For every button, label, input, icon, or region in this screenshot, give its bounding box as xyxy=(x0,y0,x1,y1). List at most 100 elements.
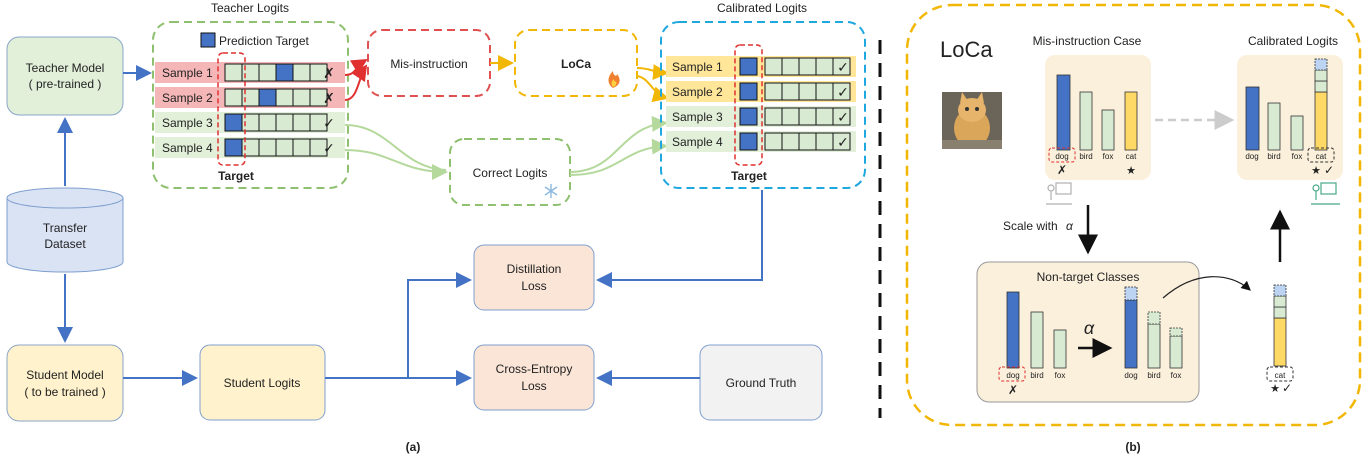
student-logits-label: Student Logits xyxy=(224,376,301,390)
distillation-loss-label-1: Distillation xyxy=(507,262,562,276)
teacher-row-1: Sample 1✗ xyxy=(155,62,345,83)
teacher-row-2: Sample 2✗ xyxy=(155,87,345,108)
mis-case-bars xyxy=(1056,74,1138,151)
logit-cell xyxy=(275,113,294,132)
logit-cell xyxy=(739,107,758,126)
check-icon: ✓ xyxy=(837,134,849,150)
calibrated-logits-b-label: Calibrated Logits xyxy=(1248,34,1338,48)
calibrated-sample-label: Sample 1 xyxy=(672,60,723,74)
teacher-sample-label: Sample 2 xyxy=(162,91,213,105)
scale-with-label: Scale with xyxy=(1003,219,1058,233)
snowflake-icon xyxy=(544,184,558,198)
cal-class-label-dog: dog xyxy=(1245,152,1258,161)
logit-cell xyxy=(224,138,243,157)
check-icon: ✓ xyxy=(837,84,849,100)
logit-cell xyxy=(764,82,783,101)
teacher-sample-label: Sample 3 xyxy=(162,116,213,130)
arrow-correct-to-sample4 xyxy=(569,138,668,176)
flame-icon xyxy=(608,71,620,88)
logit-cell xyxy=(832,82,851,101)
prediction-target-legend: Prediction Target xyxy=(200,32,309,48)
calibrated-bars xyxy=(1245,58,1328,151)
logit-cell xyxy=(781,132,800,151)
logit-cell xyxy=(739,57,758,76)
teacher-logits-frame xyxy=(152,21,349,189)
correct-logits-label: Correct Logits xyxy=(473,166,548,180)
stack-star-icon: ★ xyxy=(1270,383,1280,395)
teacher-logits-title: Teacher Logits xyxy=(211,1,289,15)
transfer-dataset-cylinder: Transfer Dataset xyxy=(6,187,124,273)
logit-cell xyxy=(764,57,783,76)
cal-bar-bird xyxy=(1267,102,1281,151)
non-target-after-bars xyxy=(1124,286,1183,369)
mis-case-labels: dog bird fox cat ✗ ★ xyxy=(1048,147,1137,177)
teacher-target-label: Target xyxy=(218,169,254,183)
arrow-sample3-to-correct xyxy=(344,124,447,171)
logit-cell xyxy=(309,88,328,107)
logit-cell xyxy=(739,132,758,151)
logit-cell xyxy=(309,63,328,82)
arrow-sample2-to-mis xyxy=(344,64,368,101)
arrow-loca-to-sample1 xyxy=(636,64,669,81)
cross-icon: ✗ xyxy=(323,65,335,81)
calibrated-target-label: Target xyxy=(731,169,767,183)
calibrated-row-1: Sample 1 ✓ xyxy=(666,56,856,77)
logit-cell xyxy=(798,57,817,76)
non-target-classes-label: Non-target Classes xyxy=(1037,270,1140,284)
bar-dog xyxy=(1056,74,1071,151)
arrow-calibrated-to-distillation xyxy=(596,190,763,288)
check-icon: ✓ xyxy=(323,115,335,131)
student-model-label: Student Model xyxy=(26,368,103,382)
caption-a: (a) xyxy=(406,440,421,454)
calibrated-b-labels: dog bird fox cat ★ ✓ xyxy=(1245,147,1335,177)
teacher-row-3: Sample 3 ✓ xyxy=(155,112,345,133)
cat-highlight-frame xyxy=(1307,147,1335,163)
teacher-logit-rows: Sample 1✗Sample 2✗Sample 3✓Sample 4✓ xyxy=(155,62,345,158)
class-label-dog: dog xyxy=(1055,152,1068,161)
student-logits-box: Student Logits xyxy=(199,344,326,421)
logit-cell xyxy=(258,138,277,157)
bar-fox xyxy=(1101,109,1115,151)
logit-cell xyxy=(275,138,294,157)
teacher-model-box: Teacher Model ( pre-trained ) xyxy=(6,36,124,116)
logit-cell xyxy=(832,132,851,151)
teacher-target-column-frame xyxy=(217,52,246,166)
cal-bar-fox xyxy=(1290,115,1304,151)
teacher-sample-label: Sample 4 xyxy=(162,141,213,155)
distillation-loss-label-2: Loss xyxy=(521,279,546,293)
teacher-icon xyxy=(1046,182,1072,205)
logit-cell xyxy=(798,132,817,151)
logit-cell xyxy=(258,63,277,82)
logit-cell xyxy=(258,113,277,132)
bar-cat xyxy=(1124,91,1138,151)
cal-check-icon: ✓ xyxy=(1324,163,1334,177)
cross-entropy-loss-box: Cross-Entropy Loss xyxy=(473,344,595,411)
arrow-logits-to-distillation xyxy=(407,272,472,378)
cross-entropy-loss-label-2: Loss xyxy=(521,379,546,393)
nt-label-dog: dog xyxy=(1006,371,1019,380)
stacked-cat-bar xyxy=(1273,284,1287,367)
stack-cat-highlight xyxy=(1266,366,1294,382)
calibrated-row-3: Sample 3✓ xyxy=(666,106,856,127)
check-icon: ✓ xyxy=(837,59,849,75)
teacher-model-sublabel: ( pre-trained ) xyxy=(29,77,102,91)
logit-cell xyxy=(309,113,328,132)
prediction-target-label: Prediction Target xyxy=(219,34,309,48)
nt-cross-icon: ✗ xyxy=(1008,383,1018,397)
prediction-target-swatch xyxy=(200,32,216,48)
alpha-big-symbol: α xyxy=(1084,318,1095,338)
ground-truth-box: Ground Truth xyxy=(699,344,823,421)
calibrated-target-column-frame xyxy=(734,44,763,166)
student-model-sublabel: ( to be trained ) xyxy=(24,385,105,399)
arrow-sample4-to-correct xyxy=(344,149,448,180)
star-icon: ★ xyxy=(1126,165,1136,177)
class-label-bird: bird xyxy=(1079,152,1092,161)
arrow-loca-to-sample2 xyxy=(636,75,669,103)
student-icon xyxy=(1311,182,1340,205)
cal-class-label-fox: fox xyxy=(1292,152,1303,161)
nt-label-bird: bird xyxy=(1030,371,1043,380)
calibrated-sample-label: Sample 3 xyxy=(672,110,723,124)
dog-highlight-frame xyxy=(1048,147,1076,163)
student-model-box: Student Model ( to be trained ) xyxy=(6,344,124,422)
